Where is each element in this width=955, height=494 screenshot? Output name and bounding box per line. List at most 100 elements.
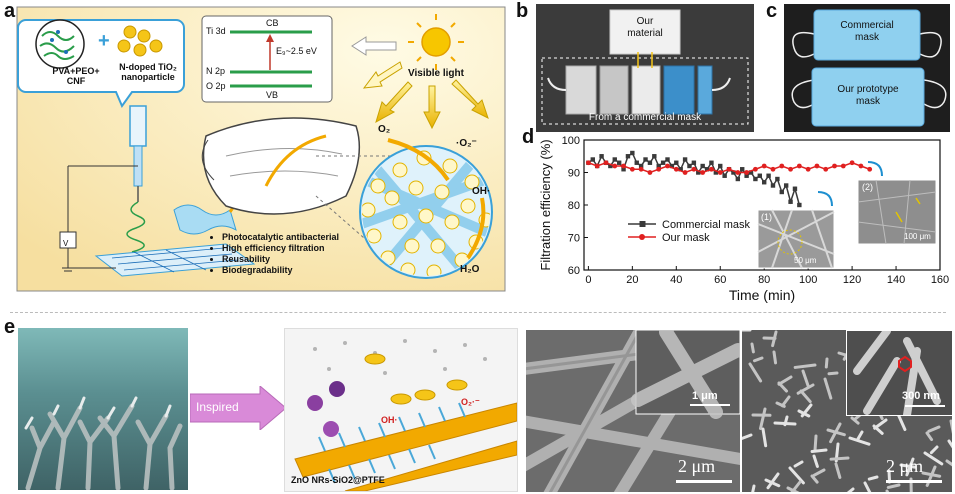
light-arrow-down-left [362,61,403,89]
panel-label-c: c [766,0,778,22]
sem-image-f: 1 μm 2 μm [526,330,740,492]
nanorod [905,457,915,477]
nanorod [923,451,944,466]
o2p-label: O 2p [206,81,226,91]
data-point-commercial [660,160,666,165]
data-point-commercial [744,173,749,178]
nanorod [886,483,901,489]
hexagon-marker [898,355,912,373]
section-divider [10,312,946,313]
nanorod [873,418,888,430]
plus-sign: + [98,30,110,52]
nanorod [799,389,812,404]
x-tick-label: 140 [887,274,905,286]
data-point-commercial [647,160,653,165]
nanorod [856,430,864,441]
o2-label: O₂ [378,124,391,135]
data-point-ours [788,166,793,172]
scale-bar-g-line [886,480,942,483]
nanorod [742,433,753,441]
nanorod [812,468,826,477]
commercial-mask-label: Commercial mask [840,20,894,43]
nanorod [823,377,833,400]
vb-label: VB [266,90,279,100]
nanorod [824,357,829,369]
data-point-commercial [770,183,776,188]
data-point-ours [805,166,811,172]
nanorod [947,439,952,449]
inset-label-2: (2) [862,182,873,192]
data-point-ours [656,166,662,172]
nanorod [777,375,793,386]
nanorod [793,363,817,369]
data-point-commercial [735,176,741,182]
data-point-ours [796,163,802,169]
material-caption: ZnO NRs-SiO2@PTFE [291,475,385,485]
data-point-ours [638,166,644,172]
sem-inset-1 [757,209,835,269]
data-point-commercial [713,170,719,175]
nanorod [796,383,815,395]
data-point-ours [858,163,864,169]
x-tick-label: 120 [843,274,861,286]
data-point-ours [761,163,767,169]
light-arrow-2 [423,85,441,130]
superoxide-radical-label: O₂·⁻ [461,397,480,407]
nanorod [751,484,756,492]
nanorod [771,330,778,348]
legend-label: Commercial mask [662,219,751,231]
material-svg [294,339,517,491]
data-point-ours [726,166,732,172]
layer-sample-3 [631,65,661,115]
data-point-ours [753,166,758,172]
nanorod [827,371,839,376]
data-point-commercial [788,199,793,204]
data-point-ours [647,170,653,175]
sun-icon [408,14,464,70]
visible-light-label: Visible light [408,68,464,79]
fiber-rod [294,402,517,491]
cb-label: CB [266,18,279,28]
nanorod [829,422,842,444]
x-tick-label: 100 [799,274,817,286]
data-point-commercial [740,167,745,172]
data-point-commercial [590,157,595,162]
inspired-label: Inspired [196,400,239,414]
data-point-commercial [616,160,622,165]
data-point-ours [594,163,600,169]
polymer-label: PVA+PEO+ CNF [52,66,100,86]
legend-label: Our mask [662,232,710,244]
nanorod [810,448,828,453]
voltage-label: V [63,239,69,248]
data-point-ours [612,163,618,169]
data-point-commercial [638,163,644,169]
feature-item: Reusability [222,254,339,265]
nanorod [896,412,907,432]
data-point-ours [867,166,873,172]
light-arrow-left [351,36,397,56]
nanorod [850,416,860,425]
data-point-ours [603,160,609,166]
nanorod [812,454,819,468]
y-tick-label: 90 [568,168,580,180]
layer-sample-1 [565,65,597,115]
feature-item: High efficiency filtration [222,243,339,254]
commercial-mask-photo [813,9,921,61]
nanorod [759,407,767,430]
our-material-label: Our material [627,16,663,39]
data-point-commercial [779,189,784,195]
nanorod [783,415,789,427]
nanorod [927,425,941,433]
data-point-commercial [761,180,767,185]
fiber-ribbon [173,204,237,235]
y-tick-label: 70 [568,233,580,245]
syringe-icon [129,105,147,147]
data-point-commercial [674,160,679,165]
panel-a-schematic: PVA+PEO+ CNF + N-doped TiO₂ nanoparticle… [16,6,506,292]
data-point-commercial [691,160,697,165]
nanorod [846,487,855,492]
data-point-commercial [599,154,604,159]
layer-sample-4 [663,65,695,115]
legend-marker [639,221,646,227]
